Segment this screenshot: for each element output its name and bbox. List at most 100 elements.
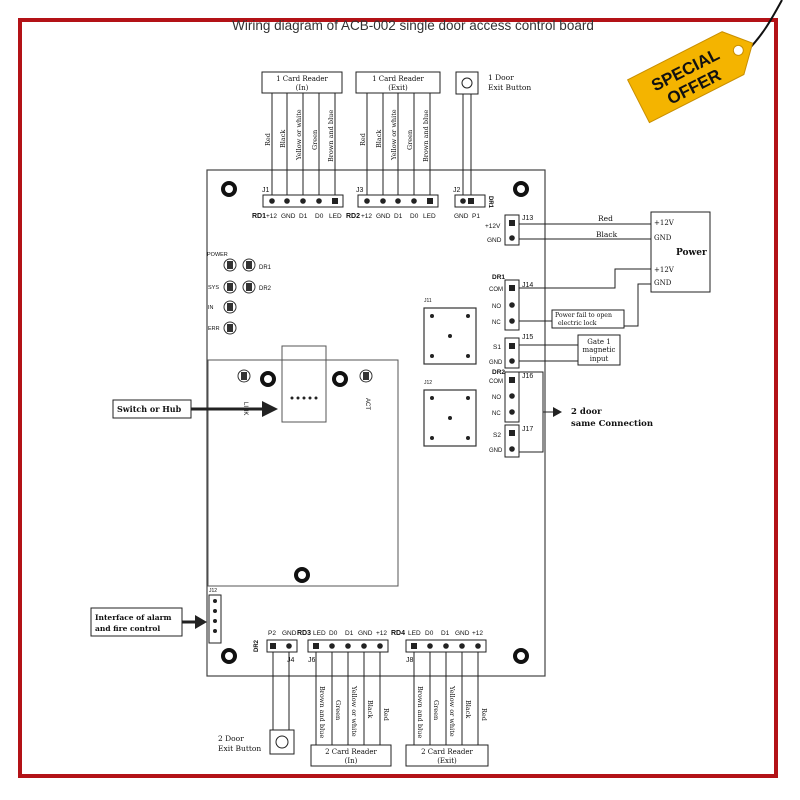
j8-pin-d0: D0 xyxy=(425,630,434,637)
door2-line2: same Connection xyxy=(571,419,653,429)
j4-side-dr2: DR2 xyxy=(254,639,260,652)
led-label-dr1: DR1 xyxy=(259,265,272,271)
j4-pin-p2: P2 xyxy=(268,630,276,637)
reader-exit-top-line2: (Exit) xyxy=(388,84,408,92)
board-outline xyxy=(206,169,546,677)
exit-button-2-line1: 2 Door xyxy=(218,734,244,743)
reader-in-top-wire-red: Red xyxy=(264,133,272,146)
power-pin-gnd-1: GND xyxy=(654,234,672,242)
reader-in-bottom-wire-green: Green xyxy=(334,700,342,720)
j16-label: J16 xyxy=(522,373,533,380)
j1-pin-gnd: GND xyxy=(281,213,296,220)
reader-in-top-wire-brown: Brown and blue xyxy=(327,110,335,162)
exit-button-1-line2: Exit Button xyxy=(488,83,531,92)
reader-exit-bottom-line2: (Exit) xyxy=(437,757,457,765)
power-wire-black: Black xyxy=(596,230,618,239)
reader-exit-top-wire-red: Red xyxy=(359,133,367,146)
diagram-title: Wiring diagram of ACB-002 single door ac… xyxy=(232,18,594,33)
j8-pin-rd4: RD4 xyxy=(391,630,405,637)
j13-pin-12v: +12V xyxy=(485,223,501,230)
reader-in-bottom-box xyxy=(310,744,392,767)
j15-header xyxy=(504,337,520,369)
alarm-box xyxy=(90,607,183,637)
j14-label: J14 xyxy=(522,282,533,289)
j8-pin-d1: D1 xyxy=(441,630,450,637)
alarm-line2: and fire control xyxy=(95,624,160,633)
power-fail-box xyxy=(551,309,625,329)
j17-pin-s2: S2 xyxy=(493,432,501,439)
j17-header xyxy=(504,424,520,458)
reader-in-top-line1: 1 Card Reader xyxy=(276,75,328,83)
j2-pin-p1: P1 xyxy=(472,213,480,220)
exit-button-1 xyxy=(455,71,479,95)
j15-pin-s1: S1 xyxy=(493,344,501,351)
exit-button-2-line2: Exit Button xyxy=(218,744,261,753)
network-module xyxy=(207,359,399,587)
reader-in-top-wire-black: Black xyxy=(279,130,287,148)
power-supply-box xyxy=(650,211,711,293)
j3-pin-d1: D1 xyxy=(394,213,403,220)
power-pin-gnd-2: GND xyxy=(654,279,672,287)
j1-label: J1 xyxy=(262,187,270,194)
power-pin-12v-2: +12V xyxy=(654,266,675,274)
reader-exit-top-wire-yellow: Yellow or white xyxy=(390,109,398,161)
status-leds xyxy=(223,258,256,335)
led-label-power: POWER xyxy=(207,252,228,258)
j16-pin-nc: NC xyxy=(492,411,501,417)
j16-dr2-label: DR2 xyxy=(492,369,505,376)
gate-magnet-line3: input xyxy=(590,355,609,363)
j6-pin-rd3: RD3 xyxy=(297,630,311,637)
j16-pin-no: NO xyxy=(492,395,501,401)
exit-button-2 xyxy=(269,729,295,755)
reader-exit-top-wire-black: Black xyxy=(375,130,383,148)
rj45-pins xyxy=(290,396,318,400)
j16-pin-com: COM xyxy=(489,379,503,385)
led-label-sys: SYS xyxy=(208,285,219,291)
j2-pin-gnd: GND xyxy=(454,213,469,220)
j8-pin-12: +12 xyxy=(472,630,483,637)
reader-in-bottom-line1: 2 Card Reader xyxy=(325,748,377,756)
switch-arrow xyxy=(262,401,278,417)
j13-pin-gnd: GND xyxy=(487,237,502,244)
mounting-holes xyxy=(221,181,529,664)
reader-exit-bottom-wire-brown: Brown and blue xyxy=(416,686,424,738)
reader-exit-top-wire-brown: Brown and blue xyxy=(422,110,430,162)
power-pin-12v-1: +12V xyxy=(654,219,675,227)
reader-exit-bottom-wire-black: Black xyxy=(464,700,472,718)
relay-2 xyxy=(423,389,477,447)
gate-magnet-box xyxy=(577,334,621,366)
j14-dr1-label: DR1 xyxy=(492,274,505,281)
reader-exit-bottom-line1: 2 Card Reader xyxy=(421,748,473,756)
switch-hub-label: Switch or Hub xyxy=(117,404,182,414)
j13-label: J13 xyxy=(522,215,533,222)
j4-pin-gnd: GND xyxy=(282,630,297,637)
j4-label: J4 xyxy=(287,657,295,664)
j3-pin-d0: D0 xyxy=(410,213,419,220)
reader-in-top-box xyxy=(261,71,343,94)
j8-label: J8 xyxy=(406,657,414,664)
j8-pin-gnd: GND xyxy=(455,630,470,637)
j1-pin-d0: D0 xyxy=(315,213,324,220)
special-offer-badge: SPECIAL OFFER xyxy=(626,0,783,124)
j14-pin-no: NO xyxy=(492,304,501,310)
reader-exit-bottom-wire-red: Red xyxy=(480,708,488,721)
led-label-dr2: DR2 xyxy=(259,286,272,292)
act-led xyxy=(359,369,373,383)
door2-line1: 2 door xyxy=(571,407,602,417)
relay-1-label: J11 xyxy=(424,298,432,304)
act-label: ACT xyxy=(364,398,370,410)
j14-pin-com: COM xyxy=(489,287,503,293)
reader-in-bottom-wire-brown: Brown and blue xyxy=(318,686,326,738)
j6-pin-12: +12 xyxy=(376,630,387,637)
j1-pin-d1: D1 xyxy=(299,213,308,220)
reader-in-top-line2: (In) xyxy=(296,84,309,92)
reader-exit-top-line1: 1 Card Reader xyxy=(372,75,424,83)
alarm-line1: Interface of alarm xyxy=(95,613,172,622)
led-label-in: IN xyxy=(208,305,214,311)
j2-label: J2 xyxy=(453,187,461,194)
gate-magnet-line1: Gate 1 xyxy=(587,338,610,346)
rj45-jack xyxy=(281,345,327,423)
j1-pin-led: LED xyxy=(329,213,342,220)
led-label-err: ERR xyxy=(208,326,220,332)
